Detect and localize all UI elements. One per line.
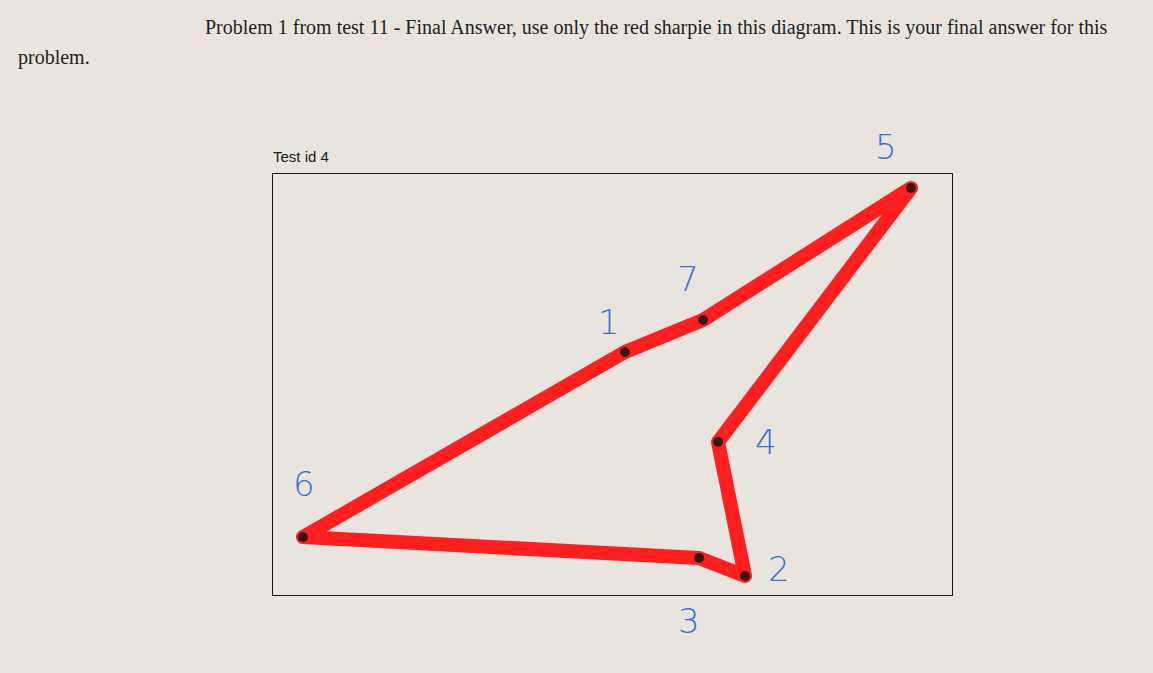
point-dots (298, 183, 916, 581)
instruction-text: Problem 1 from test 11 - Final Answer, u… (18, 12, 1143, 72)
callout-number: 1 (598, 305, 620, 339)
callout-number: 3 (678, 604, 700, 638)
frame-heading: Test id 4 (273, 148, 329, 165)
red-path (303, 188, 911, 576)
callout-number: 2 (768, 552, 790, 586)
callout-number: 6 (293, 467, 315, 501)
answer-frame: Test id 4 (272, 173, 953, 596)
callout-number: 4 (755, 425, 777, 459)
callout-number: 5 (875, 130, 897, 164)
callout-number: 7 (677, 262, 699, 296)
